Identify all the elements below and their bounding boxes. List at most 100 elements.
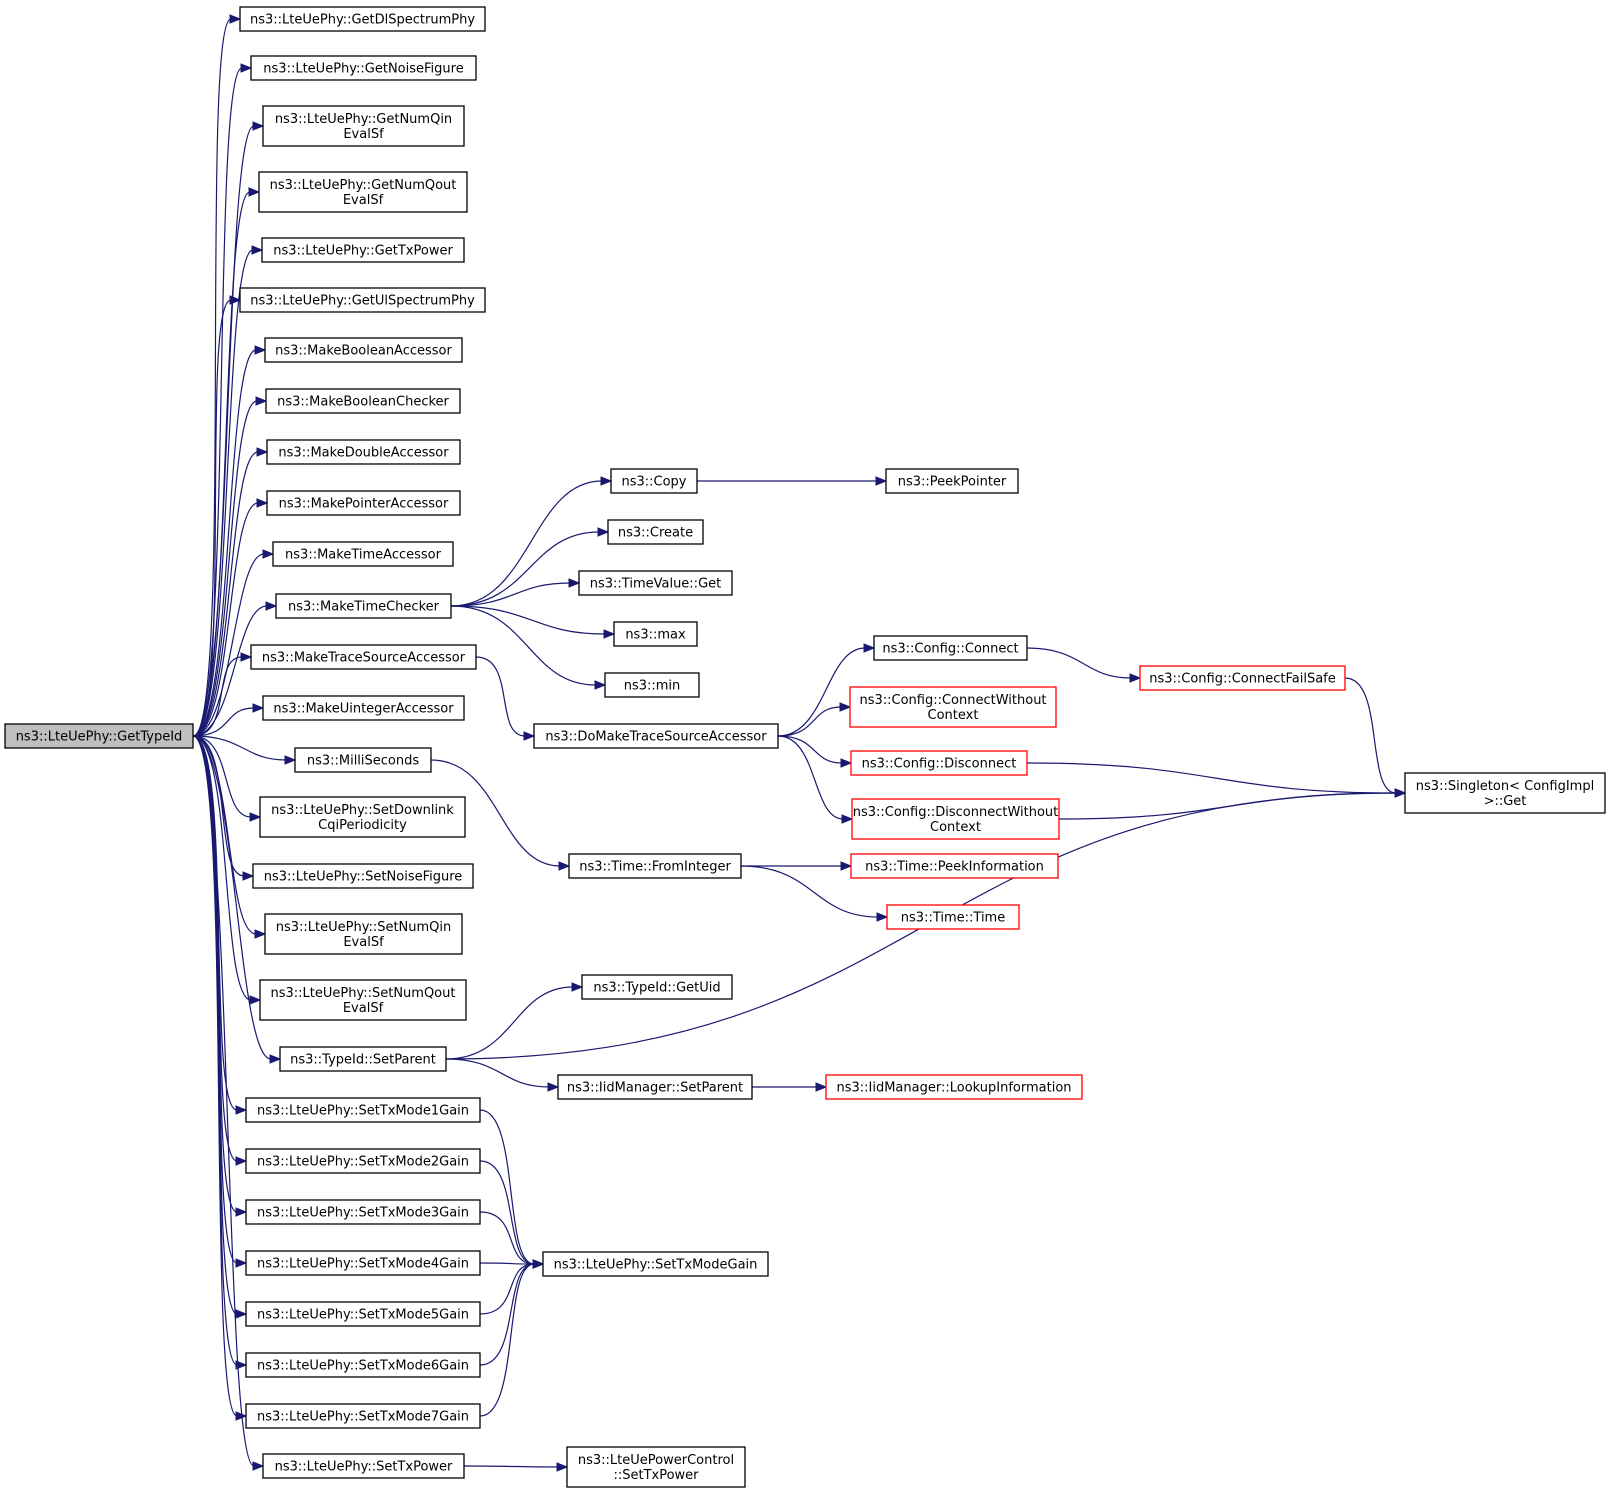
node-getuid[interactable]: ns3::TypeId::GetUid [581,974,733,1000]
node-label: ns3::LteUePhy::SetTxMode5Gain [257,1308,469,1323]
node-settxpower[interactable]: ns3::LteUePhy::SetTxPower [262,1453,465,1479]
node-root[interactable]: ns3::LteUePhy::GetTypeId [4,723,194,749]
node-label: ns3::Singleton< ConfigImpl [1416,779,1594,794]
node-gettxpower[interactable]: ns3::LteUePhy::GetTxPower [261,237,465,263]
edge-mktimechk-to-create [450,527,610,607]
edge-root-to-mktimechk [192,601,278,737]
edge-root-to-getnumqin [192,121,265,737]
node-singleton[interactable]: ns3::Singleton< ConfigImpl>::Get [1404,772,1606,814]
edges-layer [192,14,1407,1472]
node-label: ns3::LteUePhy::SetTxMode7Gain [257,1410,469,1425]
node-getulspec[interactable]: ns3::LteUePhy::GetUlSpectrumPhy [239,287,486,313]
node-timetime[interactable]: ns3::Time::Time [886,904,1020,930]
node-lookupinfo[interactable]: ns3::IidManager::LookupInformation [825,1074,1083,1100]
node-label: ns3::LteUePhy::SetNumQin [276,920,452,935]
node-label: ns3::MakeDoubleAccessor [278,446,449,461]
node-mktimechk[interactable]: ns3::MakeTimeChecker [275,593,452,619]
node-label: CqiPeriodicity [318,818,407,833]
node-label: ns3::LteUePhy::GetTypeId [16,730,183,745]
node-txm5[interactable]: ns3::LteUePhy::SetTxMode5Gain [245,1301,481,1327]
node-mkboolacc[interactable]: ns3::MakeBooleanAccessor [264,337,463,363]
node-box [264,337,463,363]
node-box [245,1301,481,1327]
node-txm4[interactable]: ns3::LteUePhy::SetTxMode4Gain [245,1250,481,1276]
node-frominteger[interactable]: ns3::Time::FromInteger [568,853,742,879]
node-box [851,798,1060,840]
edge-mktimechk-to-max [450,605,616,639]
node-label: ns3::Config::DisconnectWithout [853,805,1059,820]
node-peekpointer[interactable]: ns3::PeekPointer [885,468,1019,494]
node-label: EvalSf [343,193,384,208]
node-box [250,644,477,670]
node-txm7[interactable]: ns3::LteUePhy::SetTxMode7Gain [245,1403,481,1429]
edge-cfgdisconnect-to-singleton [1026,762,1407,798]
node-mkuintacc[interactable]: ns3::MakeUintegerAccessor [262,695,465,721]
node-label: ns3::IidManager::LookupInformation [836,1081,1071,1096]
node-label: EvalSf [343,1001,384,1016]
edge-root-to-mktraceacc [192,652,253,737]
node-box [886,904,1020,930]
node-peekinfo[interactable]: ns3::Time::PeekInformation [850,853,1059,879]
node-cfgconnect[interactable]: ns3::Config::Connect [873,635,1028,661]
node-txm3[interactable]: ns3::LteUePhy::SetTxMode3Gain [245,1199,481,1225]
node-box [245,1199,481,1225]
node-create[interactable]: ns3::Create [607,519,704,545]
node-pcsettxpower[interactable]: ns3::LteUePowerControl::SetTxPower [566,1446,746,1488]
node-label: ns3::LteUePhy::SetNoiseFigure [264,870,463,885]
node-mkboolchk[interactable]: ns3::MakeBooleanChecker [265,388,461,414]
edge-txm2-to-settxmodegain [479,1160,545,1269]
node-box [250,55,477,81]
node-box [279,1046,447,1072]
node-getdlspec[interactable]: ns3::LteUePhy::GetDlSpectrumPhy [239,6,486,32]
node-millisec[interactable]: ns3::MilliSeconds [294,747,432,773]
node-setparent[interactable]: ns3::TypeId::SetParent [279,1046,447,1072]
node-box [262,695,465,721]
node-box [568,853,742,879]
node-mktraceacc[interactable]: ns3::MakeTraceSourceAccessor [250,644,477,670]
node-mkptracc[interactable]: ns3::MakePointerAccessor [266,490,461,516]
node-min[interactable]: ns3::min [604,672,700,698]
node-box [885,468,1019,494]
node-cfgdisconnect[interactable]: ns3::Config::Disconnect [850,750,1028,776]
node-max[interactable]: ns3::max [613,621,698,647]
edge-root-to-setparent [192,735,282,1064]
node-iidsetparent[interactable]: ns3::IidManager::SetParent [557,1074,753,1100]
node-label: ns3::Config::Disconnect [862,757,1017,772]
node-copy[interactable]: ns3::Copy [610,468,698,494]
node-box [245,1097,481,1123]
edge-frominteger-to-timetime [740,865,889,922]
node-box [873,635,1028,661]
edge-setparent-to-iidsetparent [445,1058,560,1092]
node-mkdblacc[interactable]: ns3::MakeDoubleAccessor [266,439,461,465]
node-box [262,1453,465,1479]
node-setnoise[interactable]: ns3::LteUePhy::SetNoiseFigure [252,863,474,889]
edge-root-to-setnumqin [192,735,267,939]
node-label: ns3::LteUePhy::GetDlSpectrumPhy [250,13,475,28]
node-txm6[interactable]: ns3::LteUePhy::SetTxMode6Gain [245,1352,481,1378]
node-label: ns3::LteUePhy::GetNoiseFigure [263,62,463,77]
node-label: ns3::TypeId::SetParent [290,1053,436,1068]
edge-cfgconnfs-to-singleton [1344,677,1407,798]
node-box [259,796,466,838]
node-txm1[interactable]: ns3::LteUePhy::SetTxMode1Gain [245,1097,481,1123]
node-box [613,621,698,647]
node-mktimeacc[interactable]: ns3::MakeTimeAccessor [272,541,454,567]
node-box [581,974,733,1000]
node-getnoise[interactable]: ns3::LteUePhy::GetNoiseFigure [250,55,477,81]
node-settxmodegain[interactable]: ns3::LteUePhy::SetTxModeGain [542,1251,769,1277]
node-label: ns3::MakeTraceSourceAccessor [262,651,466,666]
edge-root-to-mkdblacc [192,447,269,737]
node-cfgconnfs[interactable]: ns3::Config::ConnectFailSafe [1139,665,1346,691]
node-tvget[interactable]: ns3::TimeValue::Get [578,570,733,596]
node-box [850,750,1028,776]
node-label: ns3::LteUePhy::SetTxPower [275,1460,453,1475]
node-domake[interactable]: ns3::DoMakeTraceSourceAccessor [533,723,779,749]
node-txm2[interactable]: ns3::LteUePhy::SetTxMode2Gain [245,1148,481,1174]
